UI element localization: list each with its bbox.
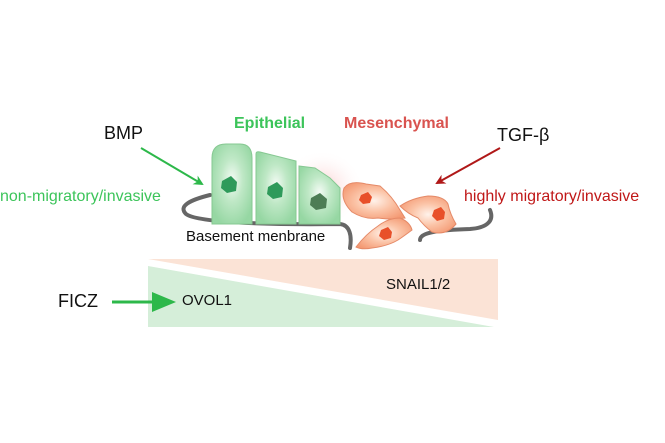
snail-gradient-wedge xyxy=(148,259,498,320)
mesenchymal-nucleus-1 xyxy=(359,192,372,204)
snail-label: SNAIL1/2 xyxy=(386,276,451,293)
non-migratory-label: non-migratory/invasive xyxy=(0,188,161,205)
epithelial-nucleus-2 xyxy=(267,182,283,199)
epithelial-nucleus-1 xyxy=(221,176,237,193)
epithelial-nucleus-3 xyxy=(310,193,327,210)
mesenchymal-nucleus-3 xyxy=(379,227,392,240)
mesenchymal-label: Mesenchymal xyxy=(344,115,449,132)
ovol1-gradient-wedge xyxy=(148,266,494,327)
epithelial-cells xyxy=(211,143,341,225)
basement-membrane-right xyxy=(418,208,494,242)
basement-membrane-label: Basement menbrane xyxy=(186,228,326,245)
expression-gradient xyxy=(148,259,498,327)
ficz-arrow xyxy=(112,292,176,312)
mesenchymal-cell-2 xyxy=(399,195,457,234)
ovol1-label: OVOL1 xyxy=(182,292,233,309)
epithelial-label: Epithelial xyxy=(234,115,306,132)
tgfb-arrow xyxy=(435,147,501,184)
bmp-label: BMP xyxy=(104,123,144,143)
mesenchymal-cells xyxy=(342,182,457,250)
bmp-arrow xyxy=(140,147,204,186)
ficz-label: FICZ xyxy=(58,291,98,311)
mesenchymal-nucleus-2 xyxy=(432,207,445,221)
tgfb-label: TGF-β xyxy=(497,125,550,145)
highly-migratory-label: highly migratory/invasive xyxy=(464,188,640,205)
